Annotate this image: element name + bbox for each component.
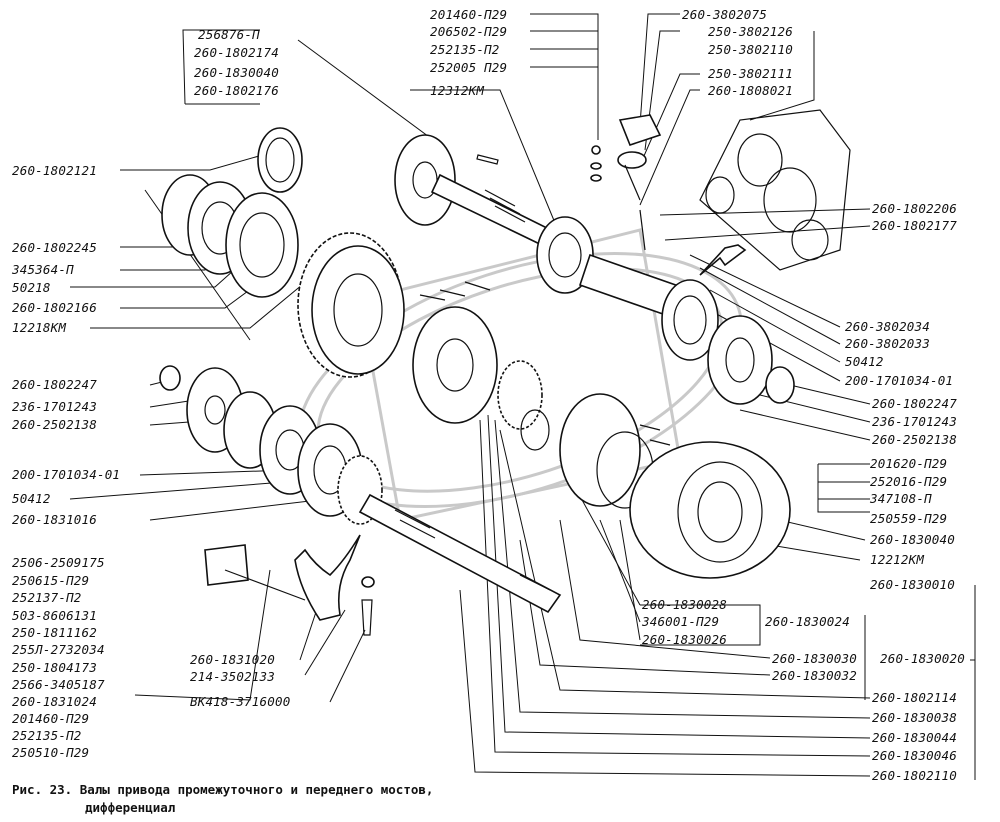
- part-label: 260-3802033: [845, 336, 930, 351]
- part-label: 256876-П: [198, 27, 260, 42]
- part-label: 260-1802174: [194, 45, 279, 60]
- part-label: 2566-3405187: [12, 677, 105, 692]
- part-label: 260-1802245: [12, 240, 97, 255]
- part-label: 236-1701243: [872, 414, 957, 429]
- part-label: 260-1830026: [642, 632, 727, 647]
- part-label: 260-3802075: [682, 7, 767, 22]
- part-label: 260-1831020: [190, 652, 275, 667]
- part-label: 260-1830046: [872, 748, 957, 763]
- part-label: 12212КМ: [870, 552, 925, 567]
- part-label: 252016-П29: [870, 474, 948, 489]
- part-label: 260-1830040: [194, 65, 279, 80]
- part-label: 50412: [845, 354, 884, 369]
- part-label: 252135-П2: [430, 42, 500, 57]
- parts: [159, 109, 851, 636]
- part-label: 346001-П29: [642, 614, 720, 629]
- part-label: 250510-П29: [12, 745, 90, 760]
- part-label: 345364-П: [12, 262, 74, 277]
- part-label: 260-1830040: [870, 532, 955, 547]
- part-label: 12218КМ: [12, 320, 67, 335]
- part-label: 260-1830038: [872, 710, 957, 725]
- part-label: 260-1802247: [872, 396, 957, 411]
- part-label: 347108-П: [870, 491, 932, 506]
- part-label: 250-3802110: [708, 42, 793, 57]
- part-label: 260-1808021: [708, 83, 793, 98]
- part-label: 260-1830044: [872, 730, 957, 745]
- part-label: 50412: [12, 491, 51, 506]
- figure-caption-line2: дифференциал: [85, 800, 176, 815]
- part-label: 260-1802177: [872, 218, 957, 233]
- part-label: 50218: [12, 280, 51, 295]
- part-label: 503-8606131: [12, 608, 97, 623]
- part-label: 200-1701034-01: [12, 467, 121, 482]
- part-label: 12312КМ: [430, 83, 485, 98]
- part-label: ВК418-3716000: [190, 694, 291, 709]
- part-label: 250559-П29: [870, 511, 948, 526]
- figure-caption-line1: Рис. 23. Валы привода промежуточного и п…: [12, 782, 434, 797]
- part-label: 260-1802166: [12, 300, 97, 315]
- part-label: 236-1701243: [12, 399, 97, 414]
- part-label: 252005 П29: [430, 60, 508, 75]
- part-label: 214-3502133: [190, 669, 275, 684]
- leader-lines: [69, 13, 976, 780]
- part-label: 260-1802176: [194, 83, 279, 98]
- part-label: 206502-П29: [430, 24, 508, 39]
- part-label: 252135-П2: [12, 728, 82, 743]
- part-label: 250615-П29: [12, 573, 90, 588]
- part-label: 250-3802126: [708, 24, 793, 39]
- part-label: 250-1804173: [12, 660, 97, 675]
- part-label: 260-2502138: [12, 417, 97, 432]
- part-label: 201620-П29: [870, 456, 948, 471]
- part-label: 260-1830020: [880, 651, 965, 666]
- part-label: 260-1802206: [872, 201, 957, 216]
- part-label: 201460-П29: [430, 7, 508, 22]
- part-label: 250-3802111: [708, 66, 793, 81]
- part-label: 255Л-2732034: [12, 642, 105, 657]
- part-label: 260-1802247: [12, 377, 97, 392]
- part-label: 260-1831024: [12, 694, 97, 709]
- part-label: 260-1831016: [12, 512, 97, 527]
- part-label: 201460-П29: [12, 711, 90, 726]
- part-label: 260-1830010: [870, 577, 955, 592]
- part-label: 260-1802121: [12, 163, 97, 178]
- part-label: 260-1830024: [765, 614, 850, 629]
- part-label: 252137-П2: [12, 590, 82, 605]
- part-label: 260-1802114: [872, 690, 957, 705]
- part-label: 260-1830032: [772, 668, 857, 683]
- part-label: 260-2502138: [872, 432, 957, 447]
- part-label: 2506-2509175: [12, 555, 105, 570]
- part-label: 200-1701034-01: [845, 373, 954, 388]
- part-label: 260-1802110: [872, 768, 957, 783]
- part-label: 260-1830030: [772, 651, 857, 666]
- part-label: 260-1830028: [642, 597, 727, 612]
- part-label: 250-1811162: [12, 625, 97, 640]
- part-label: 260-3802034: [845, 319, 930, 334]
